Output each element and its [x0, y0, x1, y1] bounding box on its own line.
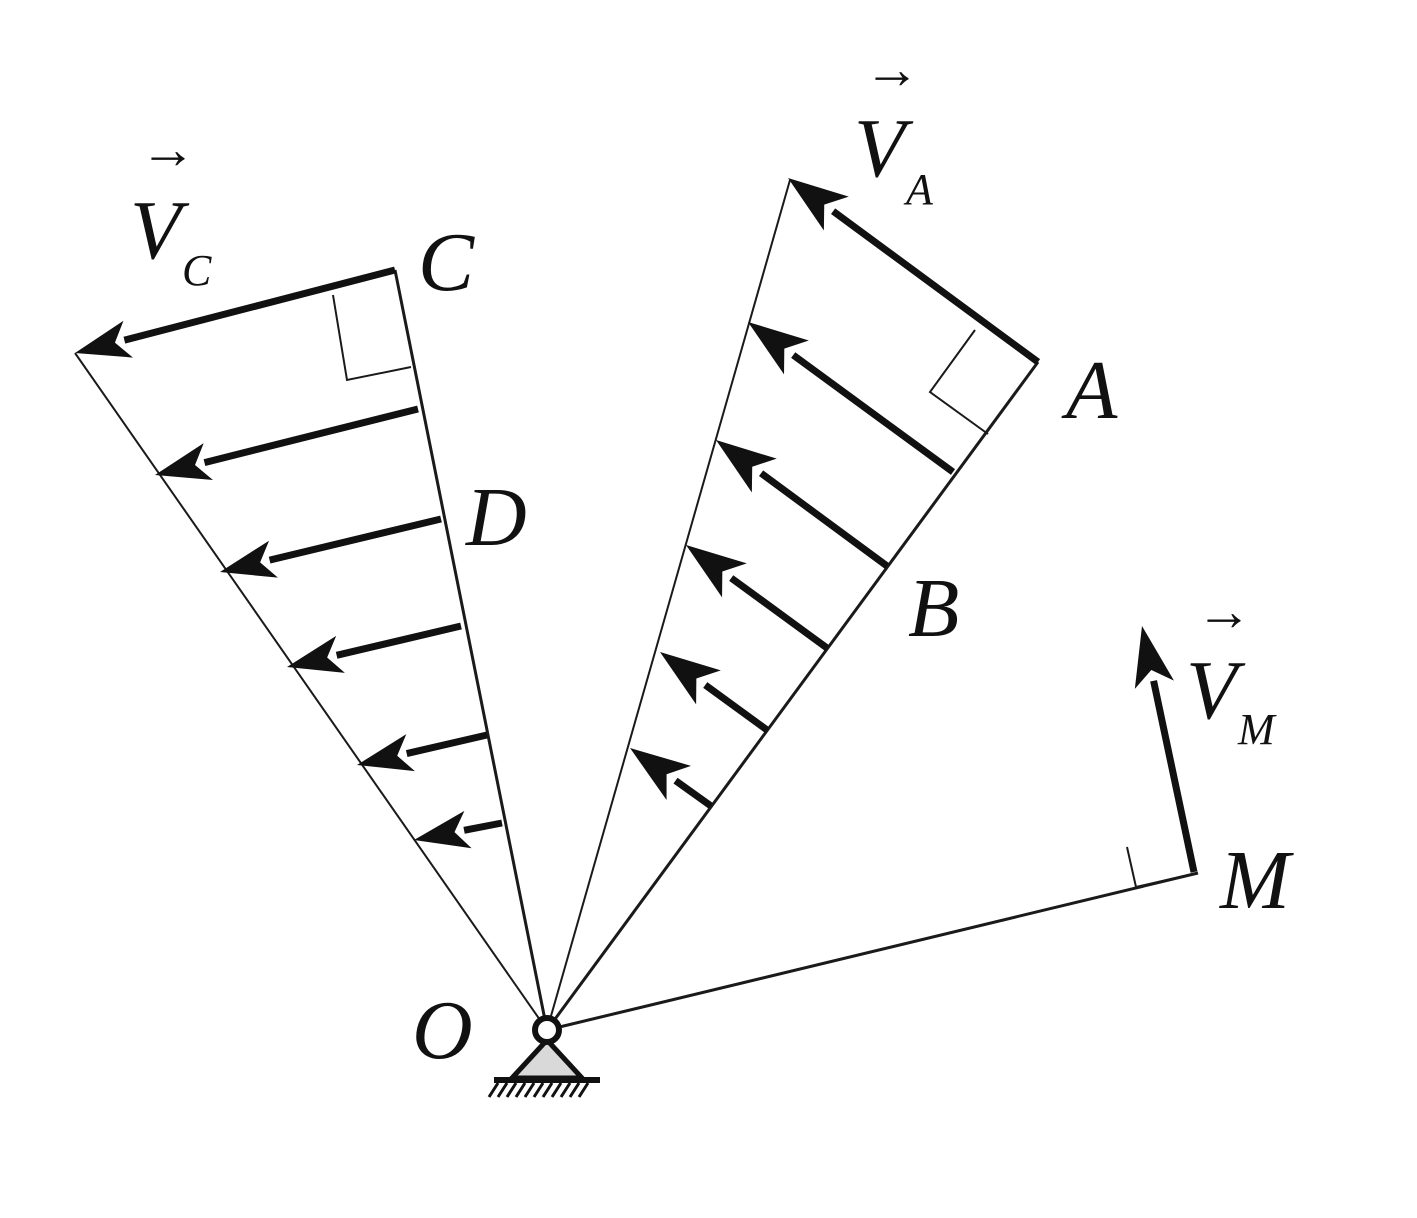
- velocity-symbol-va: V: [854, 102, 914, 195]
- velocity-arrow-m: [1134, 626, 1198, 873]
- velocity-arrows-rod-oc: [75, 266, 503, 849]
- velocity-arrow-vm-shaft: [1150, 680, 1198, 873]
- velocity-symbol-vc: V: [130, 184, 190, 277]
- velocity-arrow-a-4: [686, 545, 830, 651]
- velocity-arrow-c-1-shaft: [123, 266, 396, 344]
- vector-arrow-vm: →: [1196, 581, 1252, 643]
- velocity-arrow-a-6-head: [630, 748, 692, 801]
- velocity-arrow-a-5-shaft: [703, 682, 770, 733]
- right-angle-mark-a: [928, 329, 989, 435]
- label-m: M: [1219, 834, 1294, 927]
- right-angle-mark-m: [1126, 846, 1185, 889]
- velocity-arrow-a-6: [630, 748, 714, 809]
- velocity-arrow-c-5: [357, 731, 488, 772]
- label-c: C: [418, 216, 475, 309]
- label-o: O: [412, 984, 473, 1077]
- velocity-arrow-a-3: [716, 440, 890, 569]
- rod-oa-group: [545, 178, 1041, 1031]
- velocity-arrow-c-5-shaft: [405, 731, 488, 757]
- subscript-vc: C: [182, 246, 212, 295]
- velocity-arrow-c-2: [155, 405, 419, 481]
- velocity-arrows-rod-oa: [630, 178, 1041, 809]
- velocity-arrow-vm-head: [1134, 626, 1174, 689]
- velocity-arrow-c-6-shaft: [463, 819, 503, 834]
- velocity-arrow-a-1-head: [788, 178, 849, 231]
- hatch-stroke: [550, 1082, 563, 1098]
- hatch-stroke: [577, 1082, 590, 1098]
- label-vc: → V C: [130, 119, 212, 295]
- hatch-stroke: [532, 1082, 545, 1098]
- velocity-arrow-a-4-head: [686, 545, 747, 598]
- velocity-arrow-a-2: [748, 322, 956, 475]
- velocity-arrow-a-2-head: [748, 322, 809, 375]
- rod-om-group: [546, 626, 1199, 1032]
- rod-oa: [545, 361, 1040, 1031]
- velocity-arrow-a-4-shaft: [729, 575, 830, 651]
- velocity-arrow-c-3: [220, 515, 442, 578]
- hatch-stroke: [568, 1082, 581, 1098]
- velocity-arrow-c-1-head: [75, 320, 134, 358]
- velocity-arrow-a-6-shaft: [673, 777, 714, 809]
- velocity-arrow-a-1: [788, 178, 1041, 365]
- velocity-arrow-c-6-head: [414, 810, 472, 849]
- velocity-arrow-c-6: [414, 810, 503, 849]
- velocity-arrow-c-1: [75, 266, 396, 358]
- velocity-arrow-a-3-head: [716, 440, 777, 493]
- velocity-arrow-c-5-head: [357, 734, 415, 772]
- subscript-vm: M: [1237, 705, 1277, 754]
- label-vm: → V M: [1186, 581, 1277, 754]
- vector-arrow-vc: →: [140, 119, 196, 181]
- pivot-support: [487, 1015, 600, 1098]
- rod-oc: [393, 269, 549, 1031]
- velocity-arrow-c-4-head: [287, 635, 345, 673]
- hatch-stroke: [487, 1082, 500, 1098]
- hatch-stroke: [505, 1082, 518, 1098]
- ground-hatching: [487, 1082, 590, 1098]
- velocity-arrow-vm: [1134, 626, 1198, 873]
- velocity-arrow-c-3-head: [220, 540, 278, 578]
- velocity-arrow-c-3-shaft: [268, 515, 442, 564]
- rod-om: [546, 871, 1199, 1032]
- velocity-arrow-a-5-head: [660, 652, 721, 705]
- pivot-joint: [532, 1015, 562, 1045]
- velocity-arrow-a-1-shaft: [831, 208, 1041, 365]
- velocity-arrow-a-2-shaft: [791, 352, 956, 475]
- hatch-stroke: [514, 1082, 527, 1098]
- velocity-arrow-c-2-shaft: [203, 405, 419, 466]
- velocity-arrow-c-4-shaft: [335, 622, 462, 659]
- velocity-arrow-c-4: [287, 622, 462, 673]
- label-a: A: [1061, 344, 1118, 437]
- rod-oc-group: [74, 266, 549, 1031]
- right-angle-mark-c: [332, 294, 412, 382]
- label-b: B: [908, 562, 959, 655]
- velocity-arrow-c-2-head: [155, 443, 213, 481]
- velocity-arrow-a-3-shaft: [759, 470, 890, 569]
- support-triangle: [506, 1036, 588, 1081]
- label-va: → V A: [854, 39, 934, 214]
- envelope-line-a: [546, 179, 791, 1031]
- subscript-va: A: [903, 165, 934, 214]
- velocity-symbol-vm: V: [1186, 644, 1246, 737]
- hatch-stroke: [496, 1082, 509, 1098]
- vector-arrow-va: →: [864, 39, 920, 101]
- hatch-stroke: [541, 1082, 554, 1098]
- hatch-stroke: [559, 1082, 572, 1098]
- velocity-arrow-a-5: [660, 652, 770, 733]
- label-d: D: [465, 471, 527, 564]
- hatch-stroke: [523, 1082, 536, 1098]
- envelope-line-c: [74, 352, 548, 1031]
